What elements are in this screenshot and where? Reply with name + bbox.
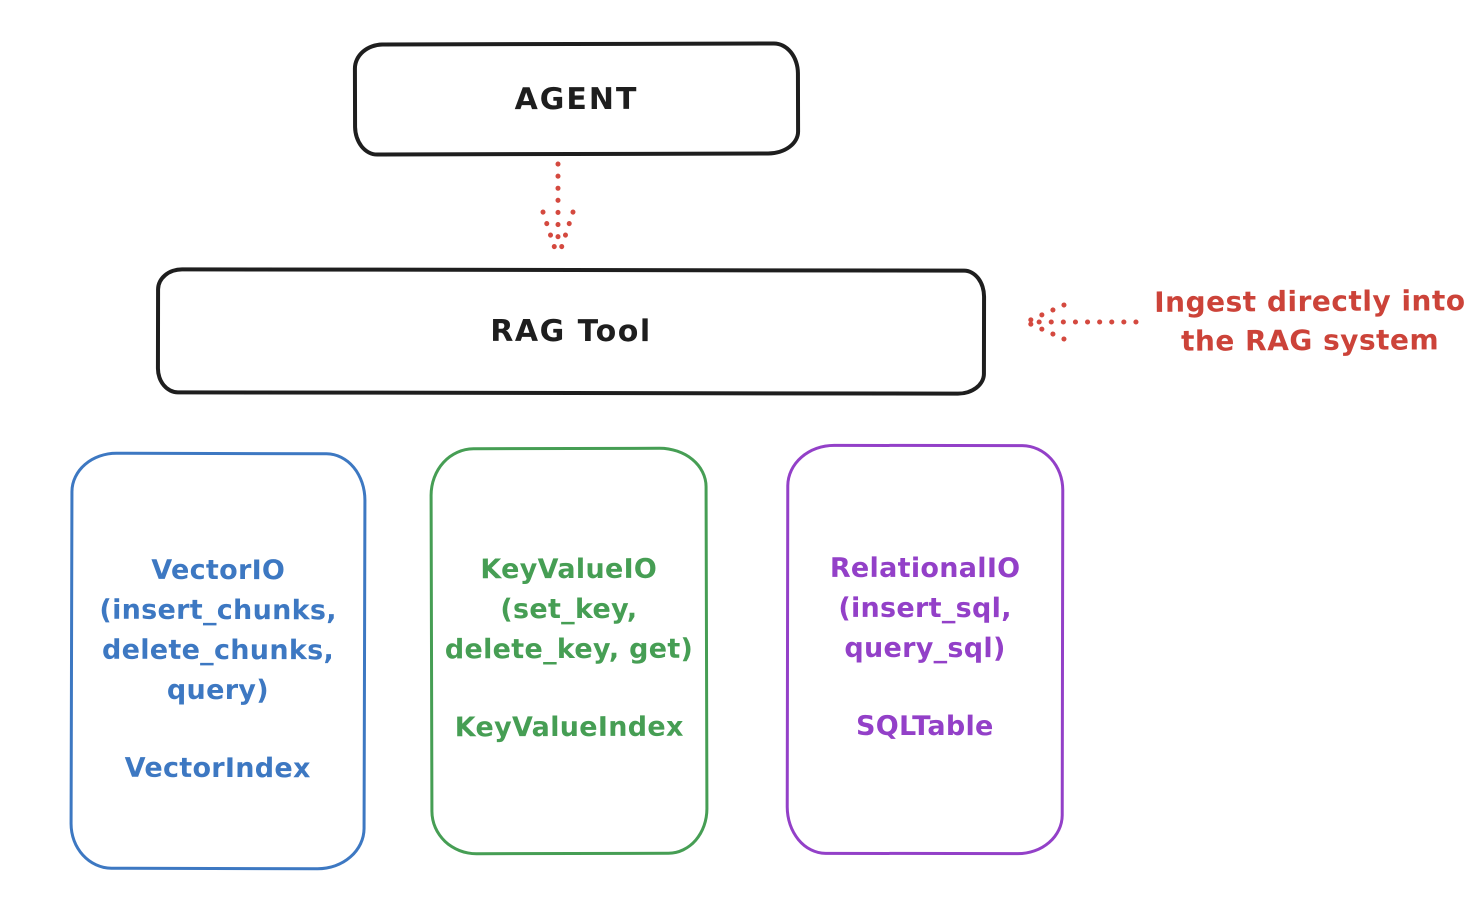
vector-io-line: (insert_chunks,: [99, 594, 337, 627]
ingest-annotation-line1: Ingest directly into: [1154, 284, 1466, 319]
agent-node: AGENT: [352, 41, 801, 157]
sql-table-label: SQLTable: [856, 710, 994, 743]
vector-io-line: VectorIO: [151, 554, 286, 587]
vector-io-line: query): [166, 674, 269, 707]
ingest-annotation: Ingest directly into the RAG system: [1138, 281, 1482, 361]
keyvalue-io-node: KeyValueIO (set_key, delete_key, get) Ke…: [429, 446, 709, 856]
vector-io-node: VectorIO (insert_chunks, delete_chunks, …: [69, 451, 367, 871]
agent-to-ragtool-arrow: [540, 161, 576, 261]
vector-io-line: delete_chunks,: [101, 634, 335, 667]
arrowhead-left-icon: [540, 209, 561, 261]
rag-tool-label: RAG Tool: [490, 313, 652, 350]
relational-io-line: query_sql): [844, 632, 1006, 665]
relational-io-node: RelationalIO (insert_sql, query_sql) SQL…: [785, 443, 1065, 856]
keyvalue-io-line: (set_key,: [500, 593, 638, 626]
arrowhead-right-icon: [555, 209, 576, 261]
vector-index-label: VectorIndex: [124, 752, 311, 785]
arrowhead-top-icon: [1023, 302, 1067, 325]
rag-tool-node: RAG Tool: [155, 267, 987, 396]
arrowhead-bottom-icon: [1023, 319, 1067, 342]
ingest-arrow: [1023, 302, 1139, 342]
agent-label: AGENT: [514, 81, 639, 117]
relational-io-line: RelationalIO: [829, 552, 1021, 585]
relational-io-line: (insert_sql,: [838, 592, 1012, 625]
keyvalue-io-line: delete_key, get): [444, 633, 694, 666]
ingest-annotation-line2: the RAG system: [1180, 323, 1440, 358]
keyvalue-io-line: KeyValueIO: [480, 553, 658, 586]
keyvalue-index-label: KeyValueIndex: [454, 711, 684, 744]
